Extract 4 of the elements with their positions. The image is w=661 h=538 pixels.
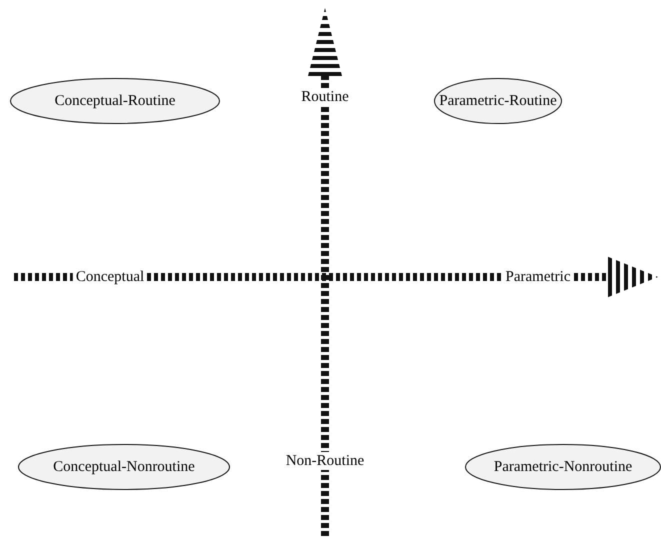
node-label: Parametric-Nonroutine [494, 458, 632, 476]
node-label: Conceptual-Routine [54, 92, 176, 110]
node-label: Parametric-Routine [439, 92, 557, 110]
node-label: Conceptual-Nonroutine [53, 458, 195, 476]
